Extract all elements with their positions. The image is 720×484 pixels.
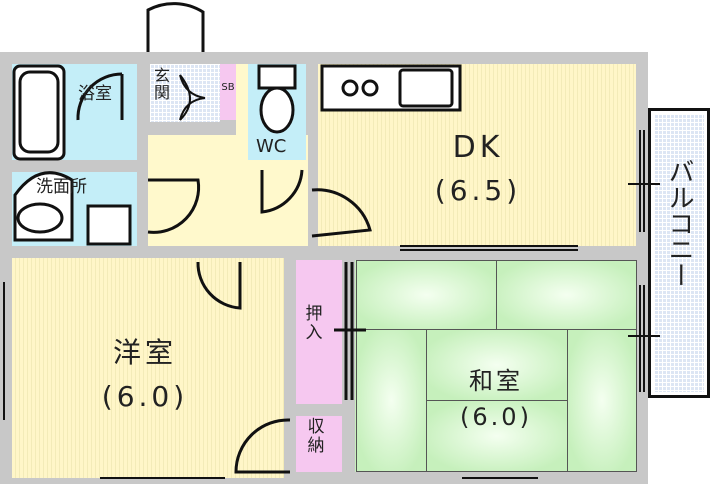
window-icon <box>400 245 578 251</box>
entrance-door-icon <box>146 2 205 52</box>
closet <box>296 260 342 404</box>
hallway-upper <box>236 64 248 146</box>
entrance-inner-door-icon <box>179 74 206 121</box>
toilet-door-icon <box>260 169 304 214</box>
western-name: 洋室 <box>112 336 177 369</box>
dk-name: DK <box>452 130 504 165</box>
bath-label: 浴室 <box>78 84 112 104</box>
storage <box>296 416 342 472</box>
dk-door-icon <box>311 188 372 238</box>
stove-burner-icon <box>341 79 359 97</box>
balcony-window-icon <box>628 130 660 232</box>
sink-icon <box>398 68 454 108</box>
storage-label: 収納 <box>307 417 325 456</box>
bathtub-icon <box>12 64 66 161</box>
toilet-label: WC <box>256 136 287 157</box>
storage-door-icon <box>234 418 291 474</box>
shoe-box <box>220 64 236 120</box>
tatami-mat <box>567 329 637 472</box>
bathtub-inner <box>18 70 60 154</box>
washing-machine-icon <box>86 204 132 246</box>
washroom-label: 洗面所 <box>36 177 87 197</box>
japanese-size: (6.0) <box>460 403 532 431</box>
tatami-mat <box>496 260 637 330</box>
balcony-label: バルコニー <box>664 158 694 288</box>
closet-sliding-door-icon <box>334 262 366 400</box>
bath-door-icon <box>76 72 124 121</box>
balcony-door-icon <box>628 285 660 392</box>
tatami-mat <box>356 260 497 330</box>
closet-label: 押入 <box>305 304 323 343</box>
dk-size: (6.5) <box>434 174 522 207</box>
shoe-box-label: SB <box>221 82 235 93</box>
stove-burner-icon <box>361 79 379 97</box>
wash-basin-icon <box>13 171 74 242</box>
washroom-door-icon <box>147 178 201 234</box>
entrance-label: 玄関 <box>153 66 170 102</box>
tatami-mat <box>356 329 427 472</box>
western-door-icon <box>196 261 242 310</box>
kitchen-counter-icon <box>320 64 462 112</box>
toilet-tank-icon <box>257 64 297 90</box>
toilet-bowl-icon <box>259 86 295 134</box>
japanese-name: 和室 <box>469 367 523 395</box>
balcony-floor <box>654 114 704 392</box>
western-size: (6.0) <box>101 380 189 413</box>
